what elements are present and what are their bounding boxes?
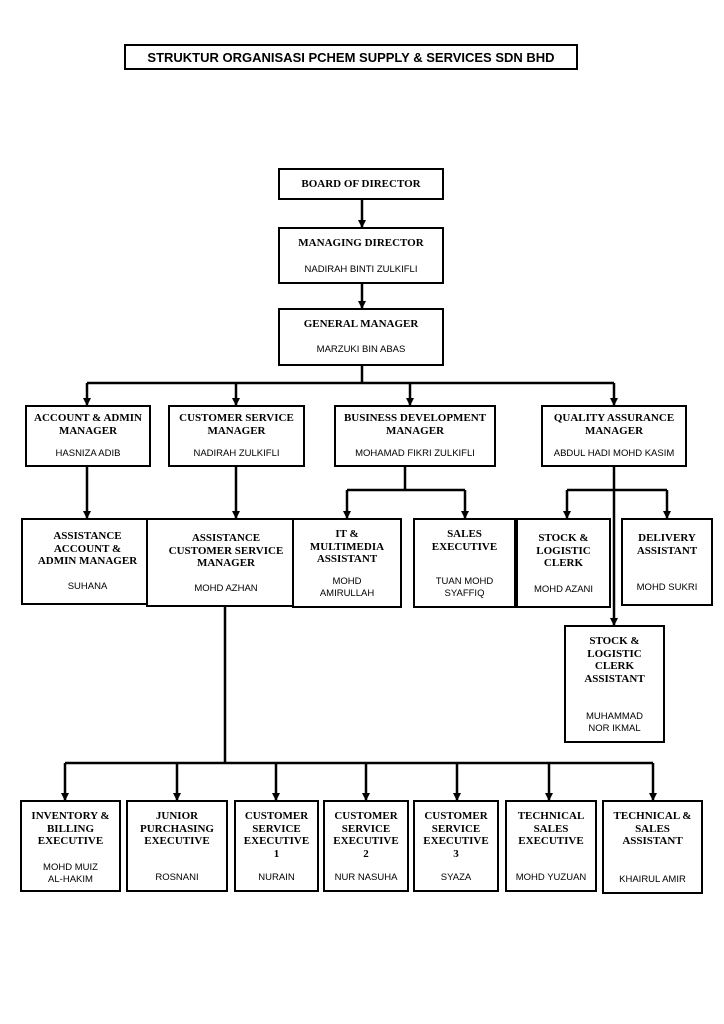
node-person: ROSNANI xyxy=(155,872,199,883)
node-stock-logistic-clerk: STOCK & LOGISTIC CLERK MOHD AZANI xyxy=(516,518,611,608)
node-role: BUSINESS DEVELOPMENT MANAGER xyxy=(343,412,487,437)
node-business-development-manager: BUSINESS DEVELOPMENT MANAGER MOHAMAD FIK… xyxy=(334,405,496,467)
node-role: TECHNICAL SALES EXECUTIVE xyxy=(517,810,585,847)
node-person: NADIRAH ZULKIFLI xyxy=(193,448,280,459)
node-inventory-billing-executive: INVENTORY & BILLING EXECUTIVE MOHD MUIZ … xyxy=(20,800,121,892)
node-role: QUALITY ASSURANCE MANAGER xyxy=(553,412,675,437)
node-role: CUSTOMER SERVICE EXECUTIVE 1 xyxy=(243,810,310,860)
node-delivery-assistant: DELIVERY ASSISTANT MOHD SUKRI xyxy=(621,518,713,606)
node-person: MARZUKI BIN ABAS xyxy=(316,344,406,355)
node-role: INVENTORY & BILLING EXECUTIVE xyxy=(31,810,110,847)
chart-title: STRUKTUR ORGANISASI PCHEM SUPPLY & SERVI… xyxy=(124,44,578,70)
node-stock-logistic-clerk-assistant: STOCK & LOGISTIC CLERK ASSISTANT MUHAMMA… xyxy=(564,625,665,743)
node-technical-sales-assistant: TECHNICAL & SALES ASSISTANT KHAIRUL AMIR xyxy=(602,800,703,894)
node-customer-service-executive-1: CUSTOMER SERVICE EXECUTIVE 1 NURAIN xyxy=(234,800,319,892)
node-managing-director: MANAGING DIRECTOR NADIRAH BINTI ZULKIFLI xyxy=(278,227,444,284)
node-quality-assurance-manager: QUALITY ASSURANCE MANAGER ABDUL HADI MOH… xyxy=(541,405,687,467)
node-junior-purchasing-executive: JUNIOR PURCHASING EXECUTIVE ROSNANI xyxy=(126,800,228,892)
node-role: SALES EXECUTIVE xyxy=(431,528,498,553)
node-board-of-director: BOARD OF DIRECTOR xyxy=(278,168,444,200)
node-customer-service-manager: CUSTOMER SERVICE MANAGER NADIRAH ZULKIFL… xyxy=(168,405,305,467)
node-person: ABDUL HADI MOHD KASIM xyxy=(553,448,675,459)
node-account-admin-manager: ACCOUNT & ADMIN MANAGER HASNIZA ADIB xyxy=(25,405,151,467)
node-it-multimedia-assistant: IT & MULTIMEDIA ASSISTANT MOHD AMIRULLAH xyxy=(292,518,402,608)
node-role: CUSTOMER SERVICE EXECUTIVE 3 xyxy=(423,810,489,860)
node-role: CUSTOMER SERVICE EXECUTIVE 2 xyxy=(333,810,399,860)
node-general-manager: GENERAL MANAGER MARZUKI BIN ABAS xyxy=(278,308,444,366)
node-role: MANAGING DIRECTOR xyxy=(298,237,424,249)
node-role: DELIVERY ASSISTANT xyxy=(636,532,698,557)
node-person: MOHD AMIRULLAH xyxy=(319,576,375,599)
node-role: ASSISTANCE CUSTOMER SERVICE MANAGER xyxy=(168,532,284,569)
node-role: ACCOUNT & ADMIN MANAGER xyxy=(34,412,142,437)
node-role: BOARD OF DIRECTOR xyxy=(301,177,421,190)
node-assistance-account-admin-manager: ASSISTANCE ACCOUNT & ADMIN MANAGER SUHAN… xyxy=(21,518,154,605)
node-person: MOHAMAD FIKRI ZULKIFLI xyxy=(355,448,475,459)
node-role: ASSISTANCE ACCOUNT & ADMIN MANAGER xyxy=(37,530,138,567)
node-person: HASNIZA ADIB xyxy=(55,448,121,459)
node-role: STOCK & LOGISTIC CLERK ASSISTANT xyxy=(584,635,645,685)
node-sales-executive: SALES EXECUTIVE TUAN MOHD SYAFFIQ xyxy=(413,518,516,608)
node-customer-service-executive-3: CUSTOMER SERVICE EXECUTIVE 3 SYAZA xyxy=(413,800,499,892)
node-person: MOHD MUIZ AL-HAKIM xyxy=(43,862,98,885)
node-role: CUSTOMER SERVICE MANAGER xyxy=(179,412,294,437)
node-person: TUAN MOHD SYAFFIQ xyxy=(435,576,494,599)
node-role: TECHNICAL & SALES ASSISTANT xyxy=(613,810,692,847)
node-person: NADIRAH BINTI ZULKIFLI xyxy=(304,264,418,275)
node-person: NUR NASUHA xyxy=(334,872,398,883)
node-person: MOHD AZANI xyxy=(533,584,594,595)
node-role: GENERAL MANAGER xyxy=(303,318,419,330)
node-person: MOHD YUZUAN xyxy=(515,872,587,883)
node-assistance-customer-service-manager: ASSISTANCE CUSTOMER SERVICE MANAGER MOHD… xyxy=(146,518,306,607)
node-technical-sales-executive: TECHNICAL SALES EXECUTIVE MOHD YUZUAN xyxy=(505,800,597,892)
node-person: SUHANA xyxy=(67,581,108,592)
node-person: MOHD AZHAN xyxy=(194,583,258,594)
node-role: IT & MULTIMEDIA ASSISTANT xyxy=(309,528,385,565)
node-person: KHAIRUL AMIR xyxy=(619,874,686,885)
node-person: MOHD SUKRI xyxy=(636,582,698,593)
node-person: MUHAMMAD NOR IKMAL xyxy=(586,711,643,734)
node-person: SYAZA xyxy=(440,872,472,883)
node-person: NURAIN xyxy=(258,872,295,883)
node-role: JUNIOR PURCHASING EXECUTIVE xyxy=(140,810,214,847)
node-customer-service-executive-2: CUSTOMER SERVICE EXECUTIVE 2 NUR NASUHA xyxy=(323,800,409,892)
node-role: STOCK & LOGISTIC CLERK xyxy=(536,532,591,569)
